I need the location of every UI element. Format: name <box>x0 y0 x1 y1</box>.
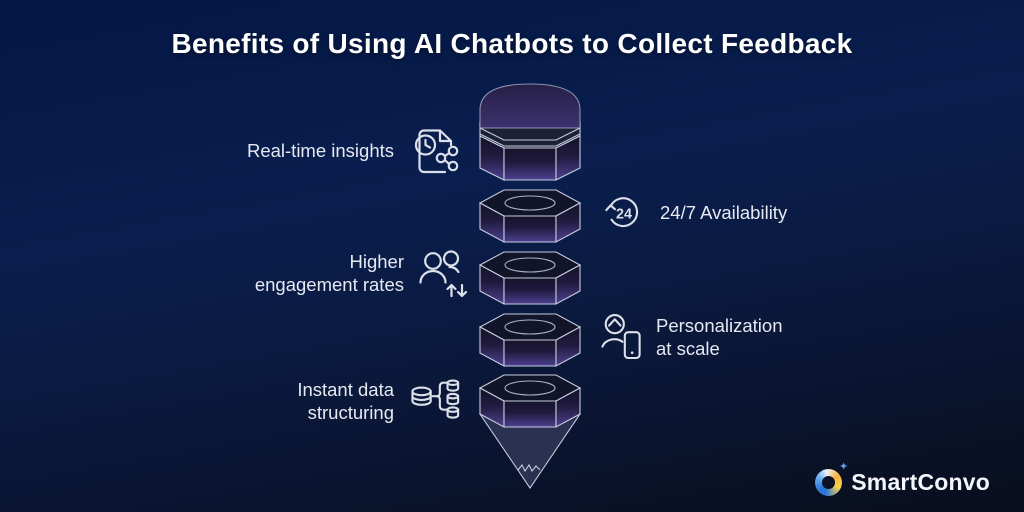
benefit-label: Real-time insights <box>246 140 394 162</box>
page-title: Benefits of Using AI Chatbots to Collect… <box>171 28 853 59</box>
funnel-graphic <box>478 83 582 489</box>
agent-device-icon <box>600 310 642 364</box>
benefit-data-structuring: Instant data structuring <box>297 376 464 426</box>
benefit-label: Higher engagement rates <box>254 250 404 295</box>
users-arrows-icon <box>418 247 468 299</box>
funnel-segment-3 <box>478 251 582 305</box>
smartconvo-swirl-icon <box>815 460 848 496</box>
report-clock-share-icon <box>408 124 462 178</box>
benefit-label: Instant data structuring <box>297 378 394 423</box>
benefit-label: Personalization at scale <box>656 314 783 359</box>
24-badge: 24 <box>616 206 632 222</box>
funnel-segment-top <box>479 83 581 181</box>
24-hours-icon: 24 <box>602 191 646 235</box>
funnel-segment-5 <box>478 374 582 428</box>
funnel-segment-4 <box>478 313 582 367</box>
benefit-247-availability: 24 24/7 Availability <box>602 191 787 235</box>
funnel-segment-2 <box>478 189 582 243</box>
benefit-higher-engagement: Higher engagement rates <box>255 247 468 299</box>
database-branch-icon <box>408 376 464 426</box>
brand-name: SmartConvo <box>851 469 990 495</box>
benefit-real-time-insights: Real-time insights <box>247 124 462 178</box>
brand-logo: SmartConvo <box>815 460 990 496</box>
benefit-label: 24/7 Availability <box>660 202 788 224</box>
benefit-personalization: Personalization at scale <box>600 310 783 364</box>
